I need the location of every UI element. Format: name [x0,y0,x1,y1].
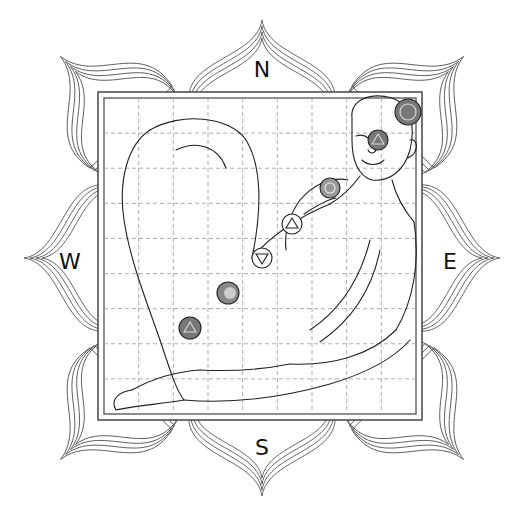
compass-letter: E [443,251,457,273]
lotus-petals [18,14,505,501]
chakra-symbols [179,99,421,339]
grid-line [104,308,416,309]
grid-line [104,133,416,134]
compass-letter: N [254,59,270,81]
grid-line [208,98,209,414]
compass-letter: S [255,437,269,459]
outer-square [98,92,422,420]
grid-line [104,168,416,169]
grid-line [242,98,243,414]
grid-line [104,203,416,204]
grid-line [312,98,313,414]
seated-figure [114,96,417,410]
grid-line [346,98,347,414]
grid-line [138,98,139,414]
inner-square [104,98,416,414]
grid-lines [104,98,416,414]
grid-line [104,273,416,274]
compass-letter: W [59,251,81,273]
grid-line [104,343,416,344]
grid-line [104,238,416,239]
grid-line [173,98,174,414]
grid-line [104,378,416,379]
